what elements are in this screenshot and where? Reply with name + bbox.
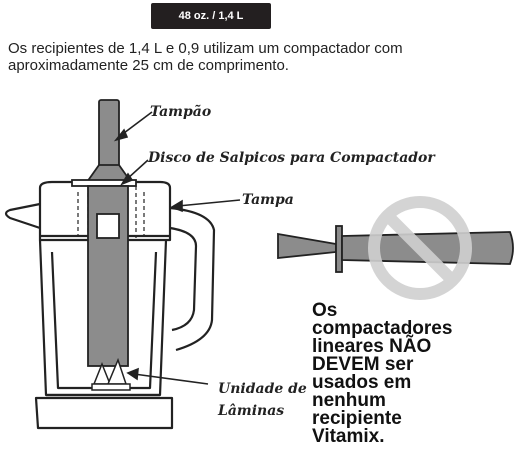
label-tampao: Tampão — [150, 104, 212, 120]
intro-line-2: aproximadamente 25 cm de comprimento. — [8, 57, 289, 74]
warning-line: recipiente — [312, 408, 402, 429]
warning-line: Os — [312, 300, 338, 321]
warning-line: lineares NÃO — [312, 336, 432, 357]
warning-line: DEVEM ser — [312, 354, 414, 375]
size-badge: 48 oz. / 1,4 L — [151, 3, 271, 29]
intro-text: Os recipientes de 1,4 L e 0,9 utilizam u… — [8, 40, 508, 74]
warning-text: Os compactadores lineares NÃO DEVEM ser … — [312, 300, 512, 447]
tamper-in-jar — [71, 99, 137, 367]
prohibition-sign — [368, 196, 472, 300]
label-disco: Disco de Salpicos para Compactador — [148, 150, 435, 166]
label-tampa: Tampa — [242, 192, 294, 208]
blade-assembly — [91, 357, 131, 391]
linear-tamper — [277, 225, 514, 273]
intro-line-1: Os recipientes de 1,4 L e 0,9 utilizam u… — [8, 40, 403, 57]
leader-lines — [113, 111, 241, 385]
warning-line: nenhum — [312, 390, 386, 411]
warning-line: compactadores — [312, 318, 453, 339]
warning-line: Vitamix. — [312, 426, 385, 447]
label-unidade-2: Lâminas — [218, 403, 285, 419]
warning-line: usados em — [312, 372, 412, 393]
label-unidade-1: Unidade de — [218, 381, 307, 397]
